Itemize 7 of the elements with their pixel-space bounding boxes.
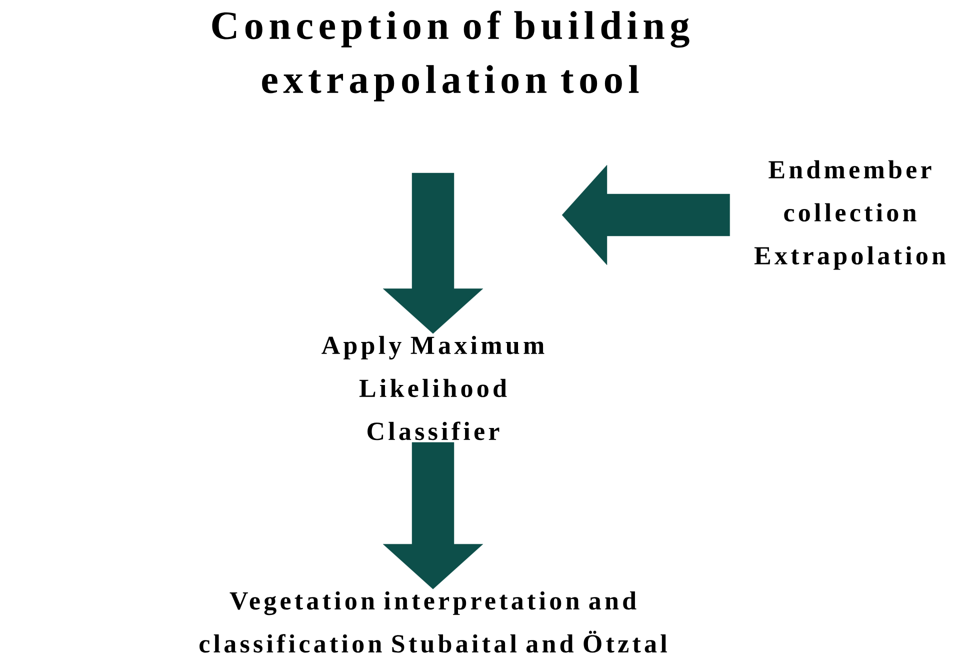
block-arrow	[382, 442, 484, 590]
title: Conception of building extrapolation tool	[212, 10, 690, 102]
block-arrow	[382, 172, 484, 334]
step-label: Apply Maximum Likelihood Classifier	[322, 336, 544, 440]
step-label: Endmember collection Extrapolation	[754, 160, 946, 270]
step-label: Vegetation interpretation and classification Stubaital and Ötztal	[200, 591, 667, 653]
block-arrow	[562, 164, 730, 266]
